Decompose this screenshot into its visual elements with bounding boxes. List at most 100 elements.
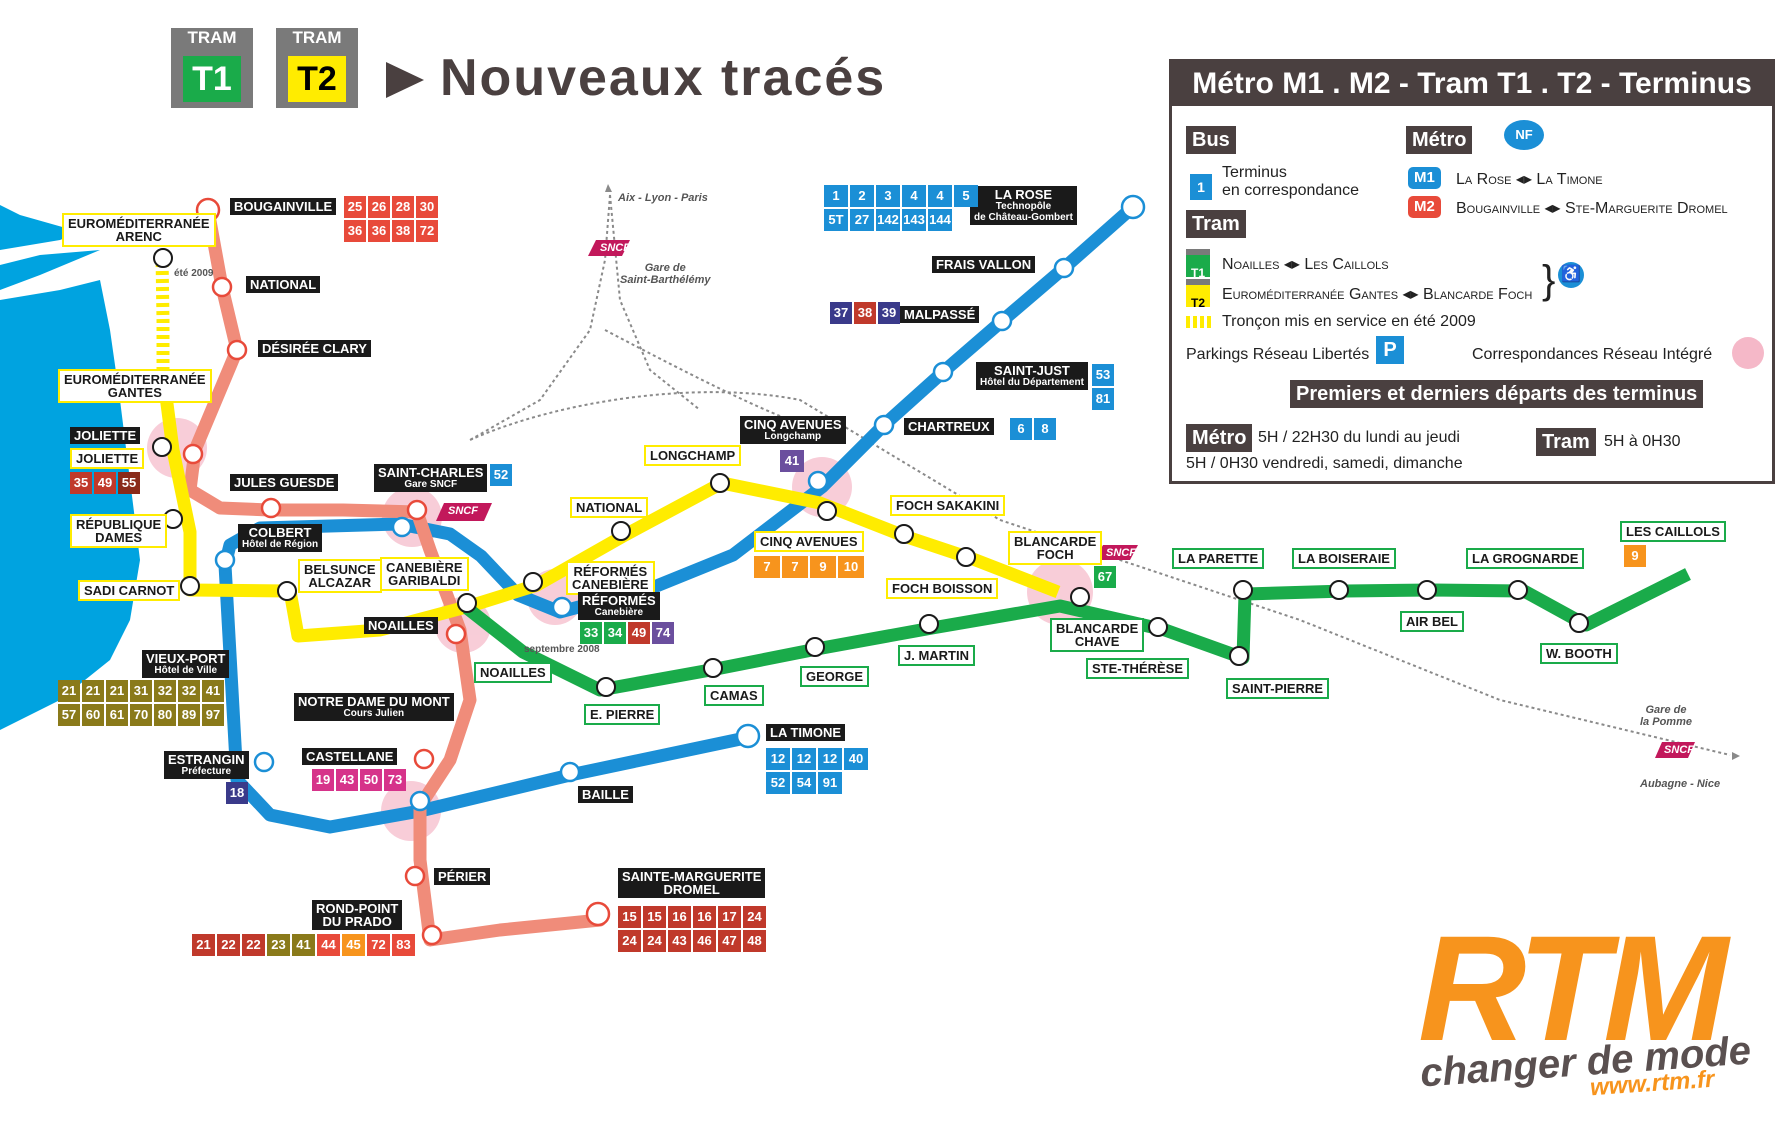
station-castellane: CASTELLANE [302,748,398,765]
sncf-icon: SNCF [1664,744,1694,756]
bus-line-badge: 91 [818,772,842,794]
station-la-timone: LA TIMONE [766,724,846,741]
bus-line-badge: 43 [668,930,691,952]
bus-line-badge: 5 [954,185,978,207]
bus-line-badge: 21 [82,680,104,702]
bus-line-badge: 19 [312,769,334,791]
rail-label-septembre-2008: septembre 2008 [524,644,600,655]
station-air-bel: AIR BEL [1400,611,1464,632]
rail-label-gare-la-pomme: Gare de la Pomme [1640,704,1692,728]
station-bougainville: BOUGAINVILLE [230,198,337,215]
bus-line-badge: 74 [652,622,674,644]
bus-line-badge: 41 [202,680,224,702]
bus-line-badge: 35 [70,472,92,494]
bus-line-badge: 47 [718,930,741,952]
bus-line-badge: 36 [344,220,366,242]
legend-parkings-text: Parkings Réseau Libertés [1186,346,1370,363]
station-sub-cinq-av-sub: Longchamp [764,431,822,442]
station-ste-marguerite: SAINTE-MARGUERITE DROMEL [618,868,766,898]
station-eurom-gantes: EUROMÉDITERRANÉE GANTES [58,369,212,403]
bus-line-badge: 32 [178,680,200,702]
bus-line-badge: 38 [854,302,876,324]
bus-line-badge: 40 [844,748,868,770]
bus-line-badge: 67 [1094,566,1116,588]
sncf-markers [436,240,1695,758]
station-cinq-av-t: CINQ AVENUES [754,531,864,552]
bus-line-badge: 24 [618,930,641,952]
bus-line-badge: 17 [718,906,741,928]
bus-line-badge: 46 [693,930,716,952]
bus-line-badge: 7 [782,556,808,578]
legend-m2-badge: M2 [1408,196,1441,218]
bus-line-badge: 5T [824,209,848,231]
bus-line-badge: 2 [850,185,874,207]
bus-line-badge: 12 [766,748,790,770]
bus-line-badge: 24 [743,906,766,928]
legend-title: Métro M1 . M2 - Tram T1 . T2 - Terminus … [1172,62,1772,144]
bus-line-badge: 144 [928,209,952,231]
correspondance-icon [1732,337,1764,369]
tram-t1-header-code: T1 [183,56,241,102]
station-noailles-m: NOAILLES [364,617,438,634]
station-sub-saint-just-sub: Hôtel du Département [980,377,1084,388]
sncf-icon: SNCF [1106,547,1136,559]
legend-tram-hours: 5H à 0H30 [1604,433,1681,450]
legend-metro-hours-tag: Métro [1186,424,1253,452]
bus-line-badge: 57 [58,704,80,726]
bus-line-badge: 44 [317,934,340,956]
bus-line-badge: 8 [1034,418,1056,440]
metro-stations [182,194,1146,946]
bus-line-badge: 72 [367,934,390,956]
legend-first-last-title: Premiers et derniers départs des terminu… [1290,380,1704,408]
bus-line-badge: 33 [580,622,602,644]
bus-line-badge: 52 [766,772,790,794]
bus-line-badge: 73 [384,769,406,791]
bus-line-badge: 38 [392,220,414,242]
station-desiree: DÉSIRÉE CLARY [258,340,371,357]
bus-line-badge: 41 [780,450,804,472]
bus-line-badge: 34 [604,622,626,644]
bus-line-badge: 6 [1010,418,1032,440]
station-joliette-tram: JOLIETTE [70,448,145,469]
bus-line-badge: 43 [336,769,358,791]
legend-bus-tag: Bus [1186,126,1236,154]
tram-t2-header-badge: TRAM T2 [276,28,358,108]
rail-lines [469,194,1731,756]
station-longchamp: LONGCHAMP [644,445,742,466]
bus-line-badge: 22 [242,934,265,956]
bus-line-badge: 15 [643,906,666,928]
bus-line-badge: 26 [368,196,390,218]
bus-line-badge: 53 [1092,364,1114,386]
page-title: Nouveaux tracés [440,49,887,107]
bus-line-badge: 12 [818,748,842,770]
bus-line-badge: 41 [292,934,315,956]
legend-terminus-line1: Terminus [1222,164,1287,181]
legend-t2-badge: T2 [1186,279,1210,310]
station-malpasse: MALPASSÉ [900,306,980,323]
station-la-boiseraie: LA BOISERAIE [1292,548,1396,569]
station-national-t: NATIONAL [570,497,649,518]
bus-line-badge: 10 [838,556,864,578]
bus-line-badge: 22 [217,934,240,956]
bus-line-badge: 9 [1624,545,1646,567]
rail-label-ete-2009: été 2009 [174,268,214,279]
bus-line-badge: 27 [850,209,874,231]
tram-stations [152,248,1589,697]
legend-metro-hours-1: 5H / 22H30 du lundi au jeudi [1258,429,1460,446]
rail-label-gare-saint-barthelemy: Gare de Saint-Barthélémy [620,262,711,286]
bus-line-badge: 36 [368,220,390,242]
legend-metro-hours-2: 5H / 0H30 vendredi, samedi, dimanche [1186,455,1463,472]
station-perier: PÉRIER [434,868,491,885]
station-jules-guesde: JULES GUESDE [230,474,339,491]
legend-t1-badge: T1 [1186,249,1210,280]
station-sub-notre-dame-sub: Cours Julien [343,708,405,719]
legend-metro-tag: Métro [1406,126,1473,154]
station-george: GEORGE [800,666,870,687]
accessibility-icon: ♿ [1558,262,1584,288]
nf-service-icon: NF [1504,120,1544,150]
station-joliette-metro: JOLIETTE [70,427,141,444]
station-reformes-t: RÉFORMÉS CANEBIÈRE [566,561,655,595]
